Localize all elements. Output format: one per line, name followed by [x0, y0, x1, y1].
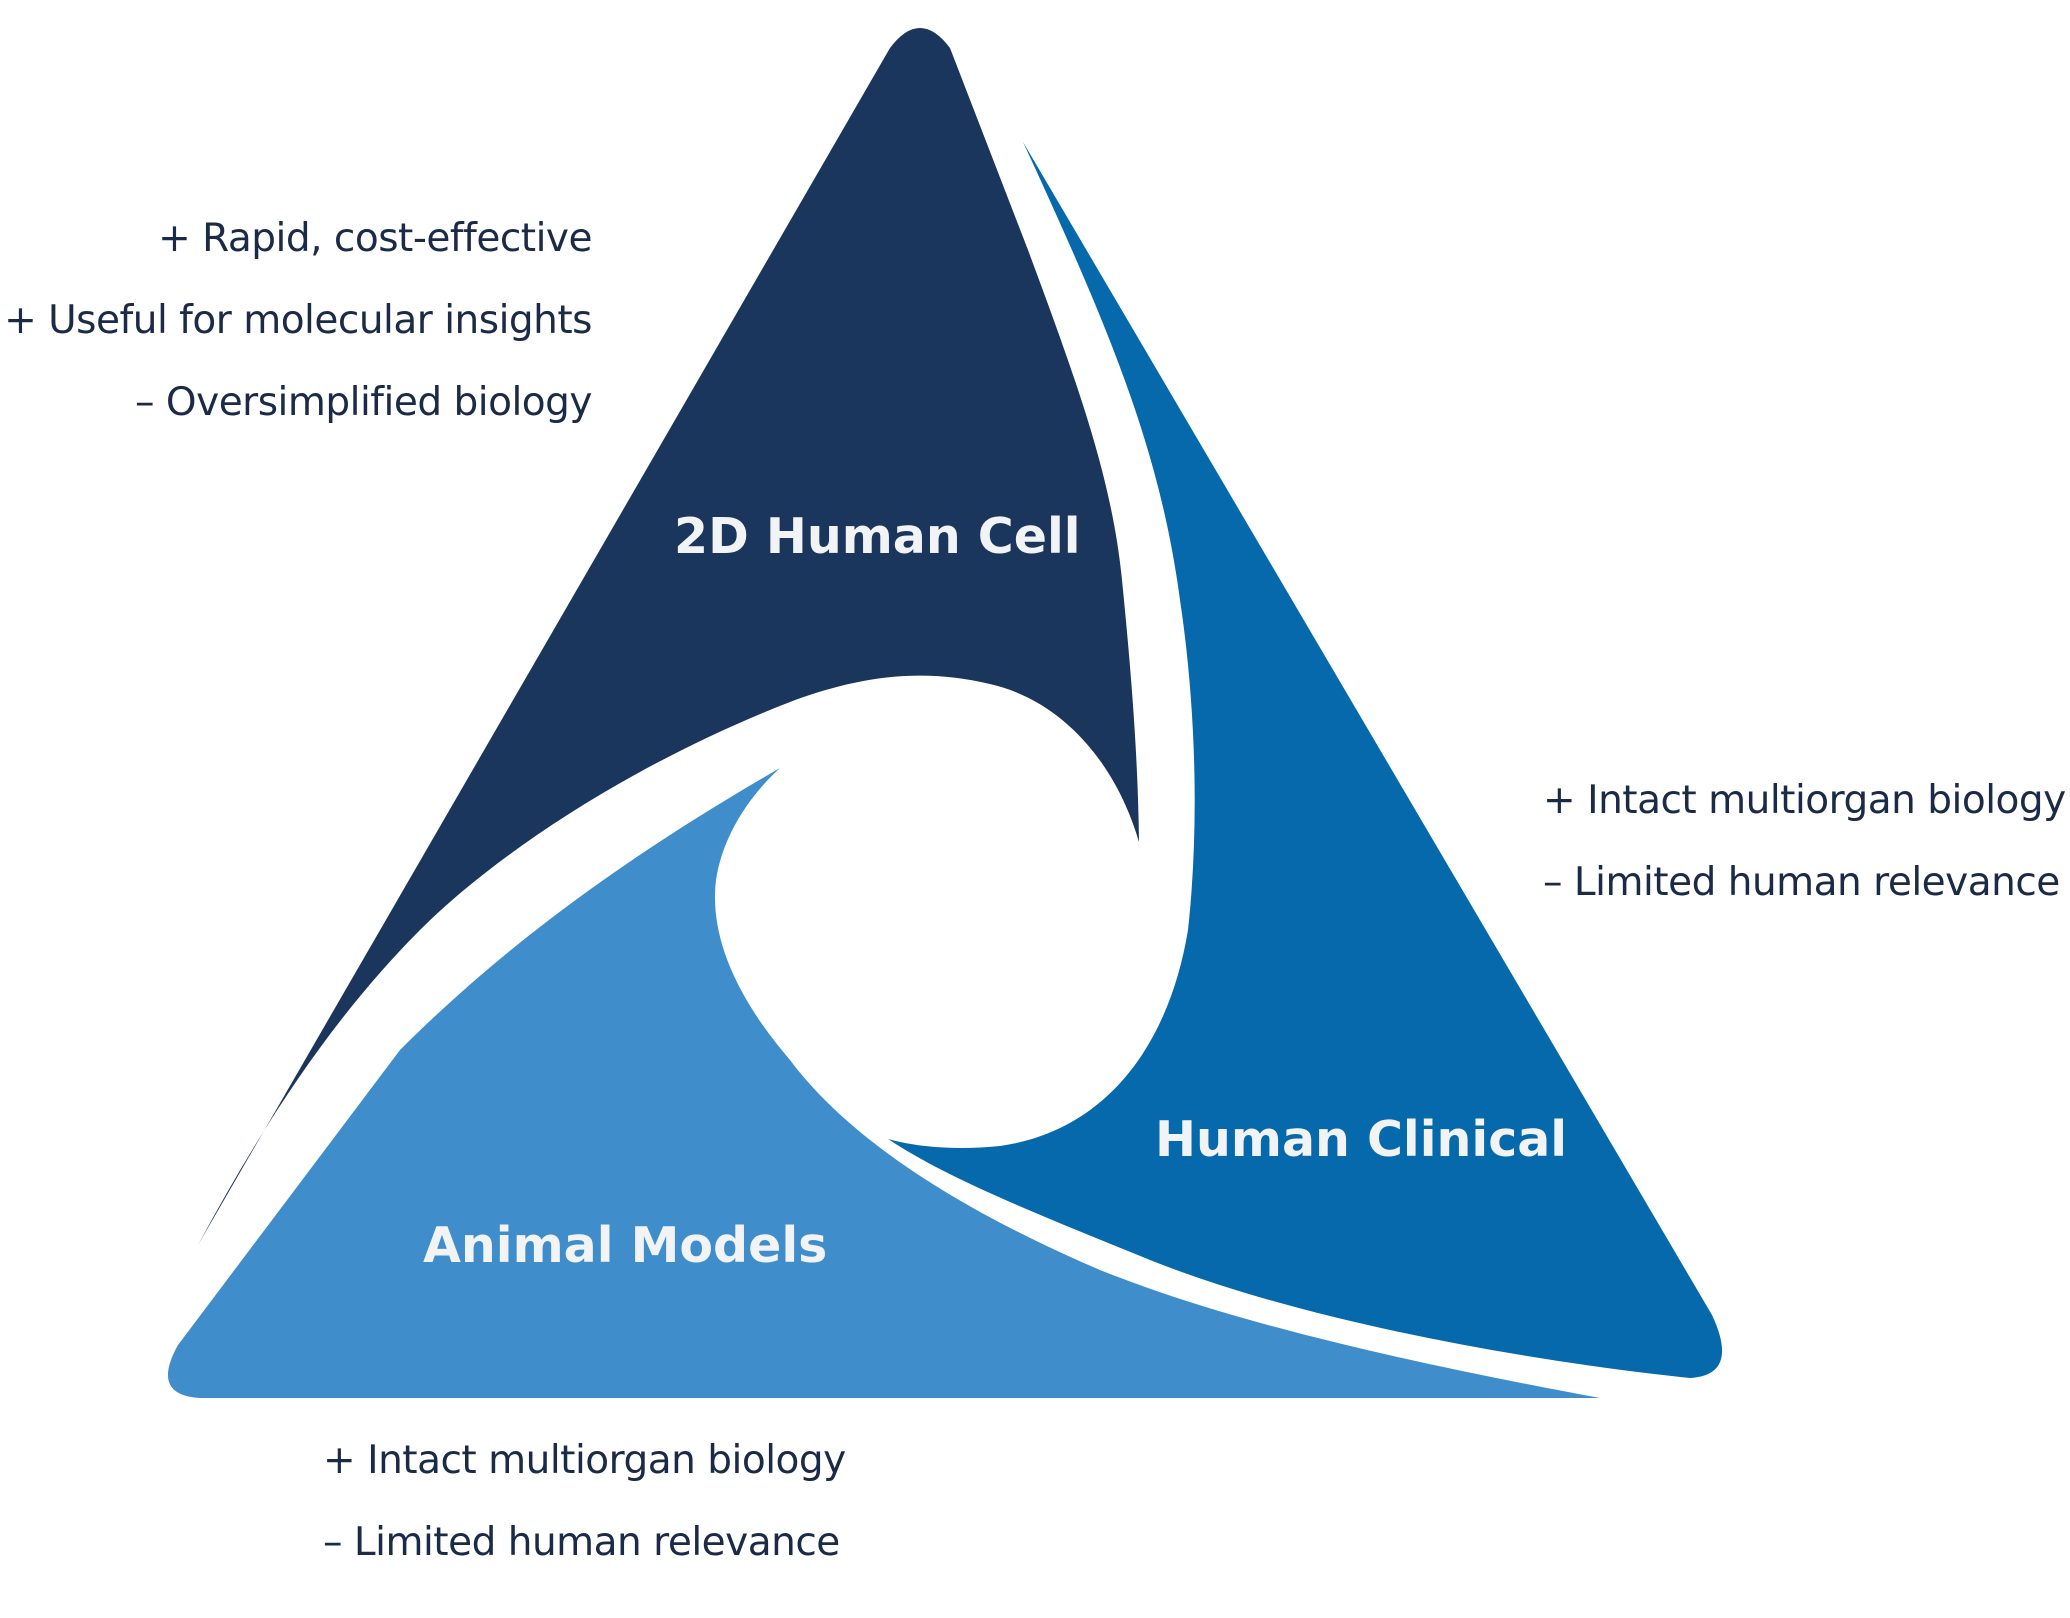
notes-human-clinical: + Intact multiorgan biology – Limited hu… [1543, 760, 2066, 924]
segment-human-clinical [888, 142, 1723, 1378]
segment-animal-models [167, 768, 1600, 1398]
label-animal-models: Animal Models [423, 1217, 828, 1274]
note-pro-multiorgan: + Intact multiorgan biology [323, 1438, 846, 1483]
note-pro-rapid: + Rapid, cost-effective [158, 216, 592, 261]
note-con-relevance: – Limited human relevance [323, 1520, 840, 1565]
segment-2d-human-cell [198, 28, 1139, 1245]
note-pro-multiorgan: + Intact multiorgan biology [1543, 778, 2066, 823]
notes-animal-models: + Intact multiorgan biology – Limited hu… [323, 1420, 846, 1584]
label-2d-human-cell: 2D Human Cell [674, 508, 1081, 565]
note-pro-molecular: + Useful for molecular insights [4, 298, 592, 343]
note-con-relevance: – Limited human relevance [1543, 860, 2060, 905]
notes-2d-human-cell: + Rapid, cost-effective + Useful for mol… [4, 198, 592, 444]
label-human-clinical: Human Clinical [1155, 1111, 1568, 1168]
note-con-oversimplified: – Oversimplified biology [135, 380, 592, 425]
